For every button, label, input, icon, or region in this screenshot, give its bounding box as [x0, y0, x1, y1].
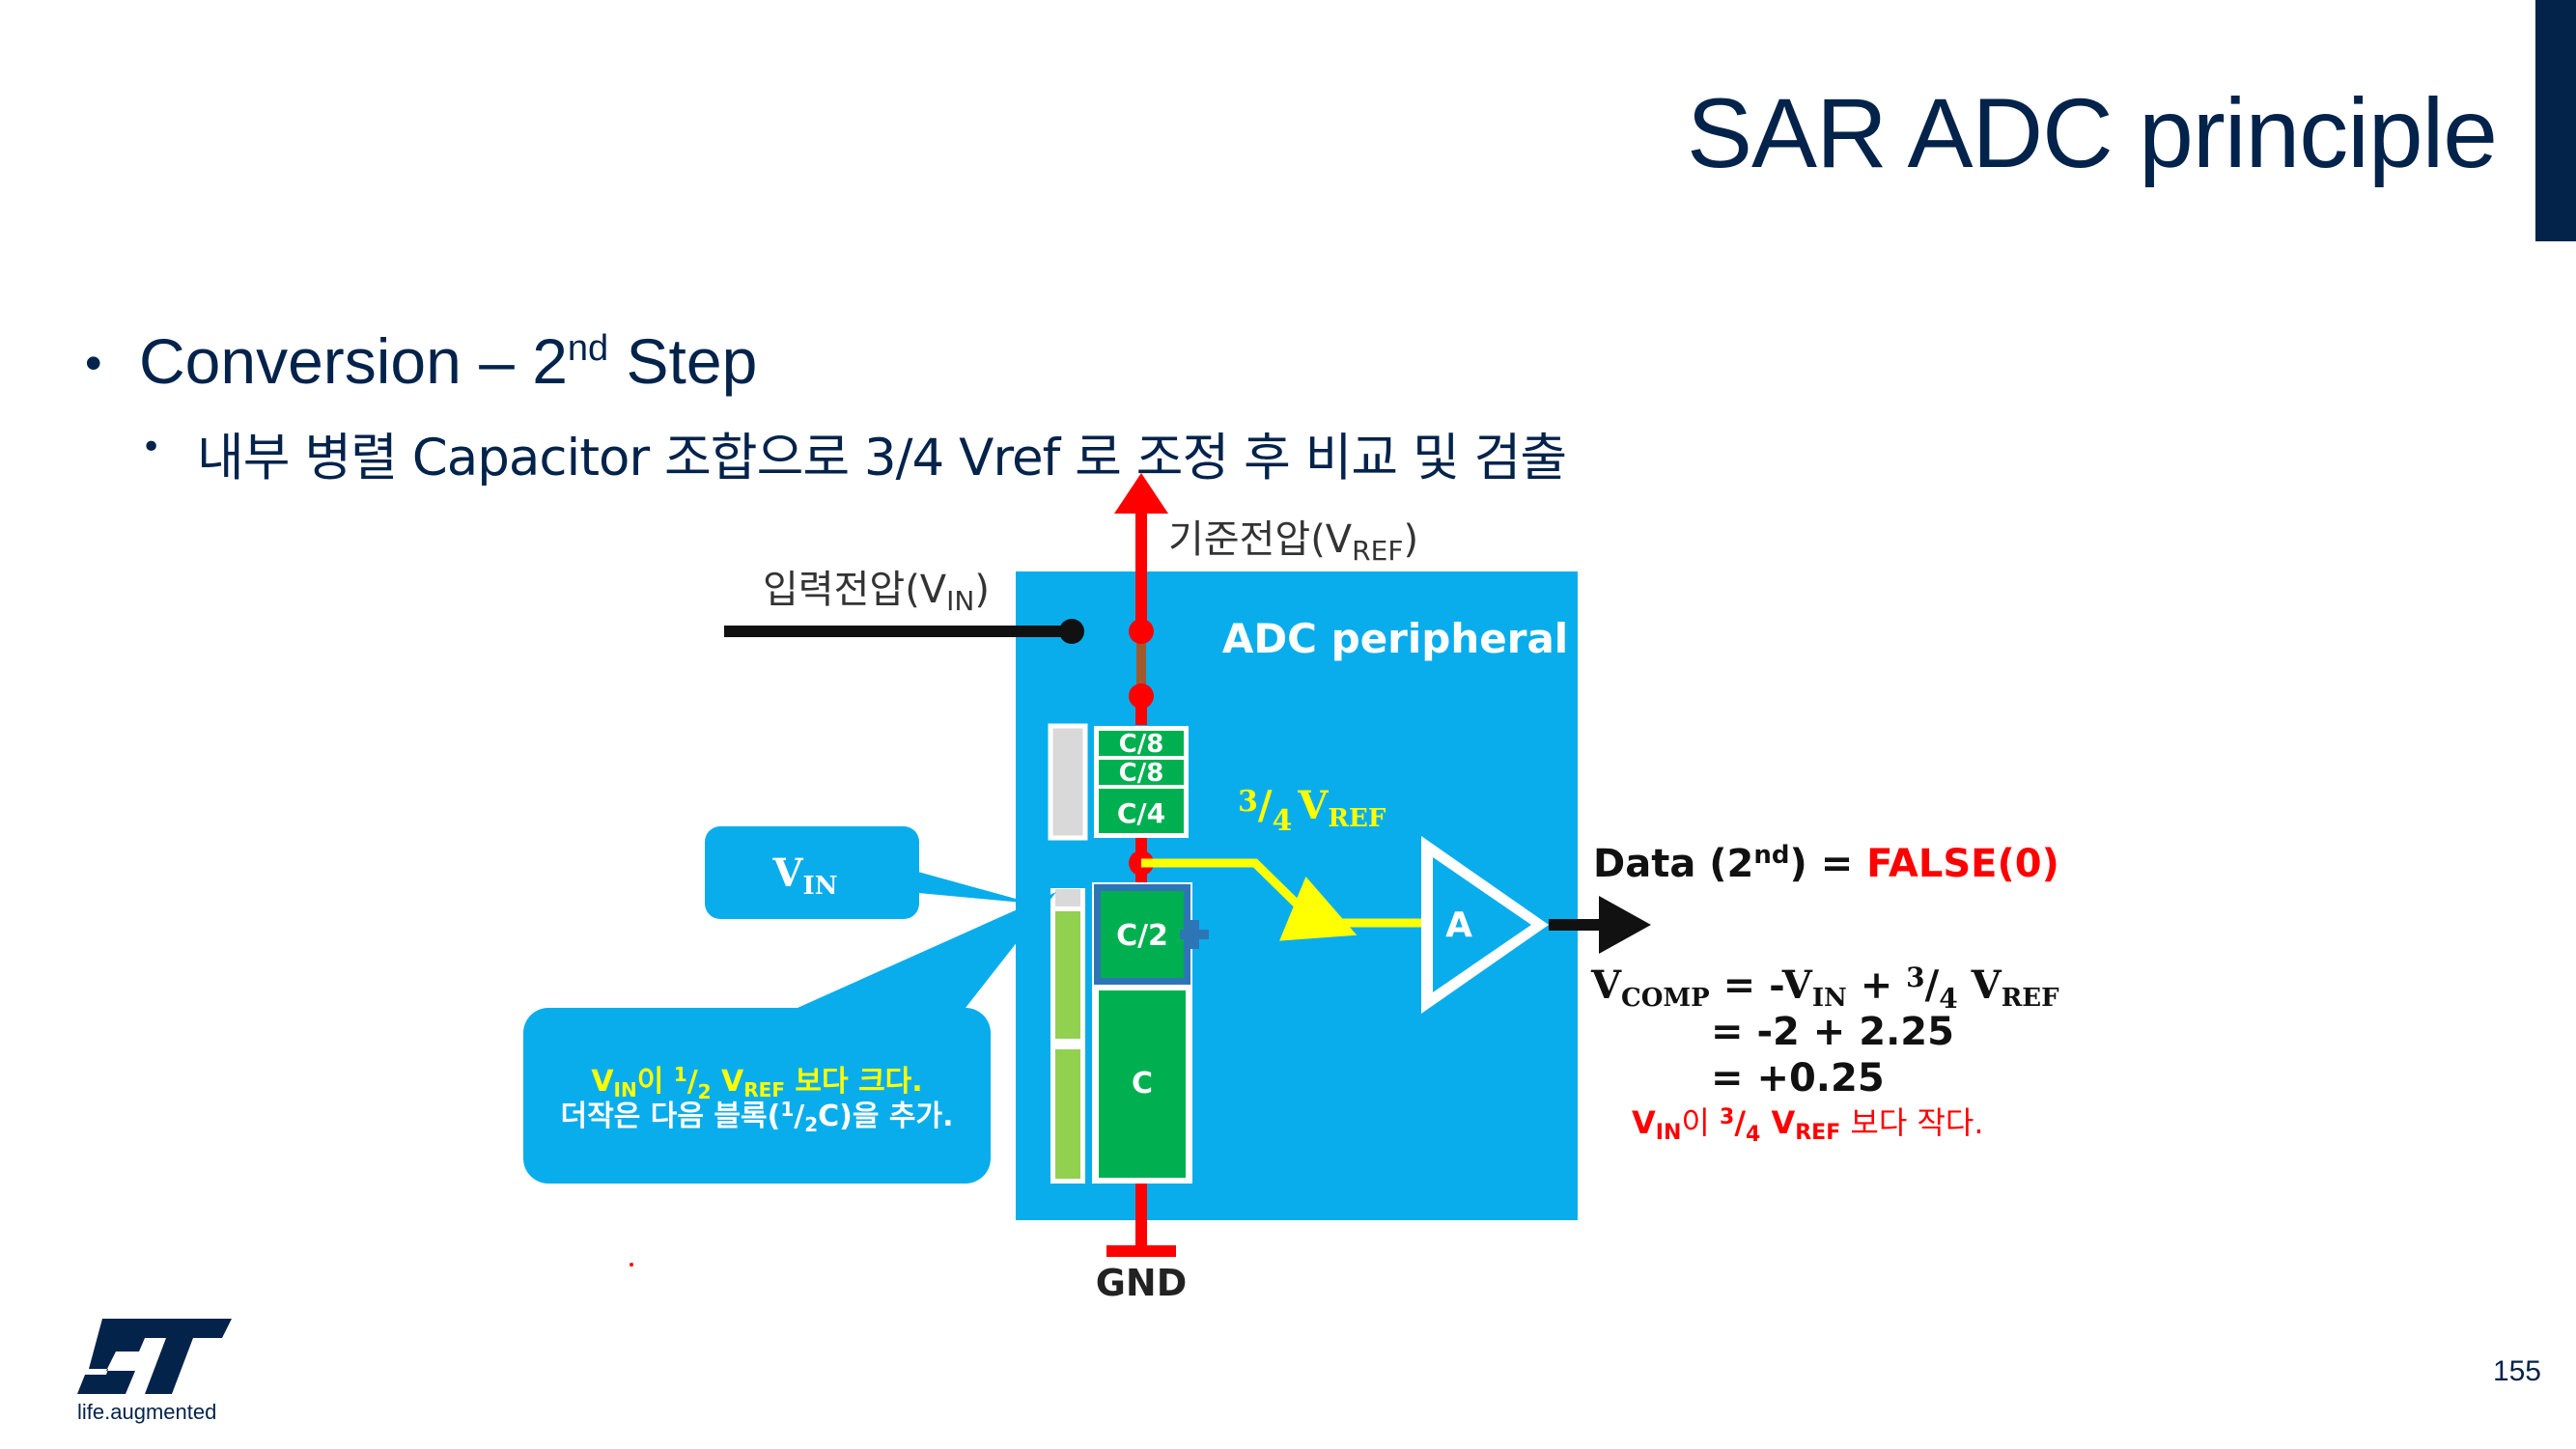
vref-arrow: [1114, 473, 1168, 514]
vref-label: 기준전압(VREF): [1168, 517, 1418, 567]
plus-icon: [1180, 920, 1209, 949]
vcomp-line2: = -2 + 2.25: [1711, 1010, 1954, 1054]
capacitor-c: [1099, 990, 1186, 1178]
vcomp-equation: VCOMP = -VIN + 3/4 VREF: [1590, 961, 2059, 1015]
callout-bubble: [523, 892, 1056, 1184]
vcomp-note: VIN이 3/4 VREF 보다 작다.: [1632, 1104, 1984, 1147]
cap-switch-bar: [1055, 911, 1080, 1039]
vin-wire: [724, 626, 1072, 637]
capacitor-c8-b: [1099, 760, 1184, 785]
cap-switch-bar: [1048, 723, 1088, 841]
bullet-dot: •: [85, 336, 102, 390]
bullet-dot: •: [141, 428, 161, 467]
brown-wire: [1136, 632, 1146, 696]
capacitor-c4: [1099, 789, 1184, 833]
bullet1-text: Conversion – 2nd Step: [139, 325, 758, 397]
capacitor-c8-a: [1099, 731, 1184, 756]
title-accent-bar: [2535, 0, 2576, 241]
capacitor-c2: [1101, 891, 1184, 978]
gnd-symbol: [1106, 1245, 1176, 1257]
callout-line1: VIN이 1/2 VREF 보다 크다.: [591, 1063, 922, 1103]
stray-mark: [630, 1263, 633, 1267]
page-number: 155: [2492, 1355, 2541, 1387]
comparator-inner: [1433, 857, 1531, 992]
slide-title: SAR ADC principle: [1687, 78, 2498, 188]
node-dot: [1129, 619, 1154, 644]
node-dot: [1319, 911, 1342, 934]
capacitor-label: C/8: [1119, 730, 1164, 759]
logo-tagline: life.augmented: [77, 1400, 217, 1424]
output-wire: [1549, 919, 1599, 931]
vref-to-comparator-wire: [1141, 858, 1358, 941]
red-wire: [1135, 696, 1147, 725]
capacitor-label: C: [1132, 1067, 1153, 1101]
vref-wire: [1135, 502, 1147, 633]
vin-bubble: [705, 826, 1033, 919]
st-logo-icon: [77, 1319, 232, 1394]
adc-peripheral-label: ADC peripheral: [1222, 615, 1568, 662]
cap-switch-gap: [1055, 889, 1080, 906]
callout-line2: 더작은 다음 블록(1/2C)을 추가.: [561, 1098, 954, 1136]
capacitor-label: C/8: [1119, 759, 1164, 788]
output-arrow-icon: [1599, 896, 1651, 954]
capacitor-label: C/4: [1117, 797, 1165, 829]
vin-node: [1059, 619, 1084, 644]
cap-switch-bar: [1055, 1049, 1080, 1179]
vin-bubble-label: VIN: [772, 850, 838, 901]
gnd-wire: [1135, 1184, 1147, 1251]
comparator-label: A: [1445, 906, 1472, 945]
capacitor-label: C/2: [1116, 919, 1168, 953]
data-result-line: Data (2nd) = FALSE(0): [1593, 841, 2059, 886]
vin-label: 입력전압(VIN): [763, 568, 990, 617]
bullet2-text: 내부 병렬 Capacitor 조합으로 3/4 Vref 로 조정 후 비교 …: [197, 429, 1567, 488]
gnd-label: GND: [1096, 1262, 1188, 1304]
vcomp-line3: = +0.25: [1711, 1056, 1885, 1101]
